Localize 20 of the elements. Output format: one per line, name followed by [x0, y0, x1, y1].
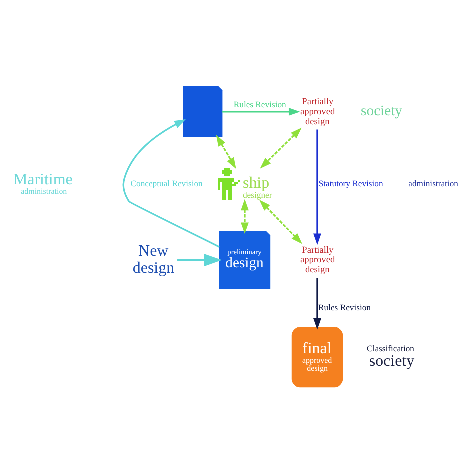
arrow — [222, 108, 300, 116]
edge-label: Conceptual Revision — [130, 178, 203, 189]
arrow — [314, 278, 322, 330]
label: administration — [408, 178, 458, 189]
label: Classification society — [367, 343, 415, 370]
node-label: ship designer — [242, 174, 272, 200]
label: society — [361, 104, 402, 120]
arrow — [216, 135, 236, 170]
node-text: New design — [132, 242, 175, 278]
edge-label: Rules Revision — [234, 100, 286, 110]
arrow — [241, 199, 249, 234]
arrow — [260, 128, 302, 169]
arrow — [314, 130, 322, 246]
arrow — [178, 254, 222, 267]
node-text: Partially approved design — [300, 246, 336, 276]
arrow — [122, 120, 220, 248]
edge-label: Rules Revision — [318, 302, 372, 312]
node-text: Partially approved design — [300, 97, 336, 128]
arrow — [260, 200, 303, 244]
edge-label: Statutory Revision — [318, 178, 384, 189]
